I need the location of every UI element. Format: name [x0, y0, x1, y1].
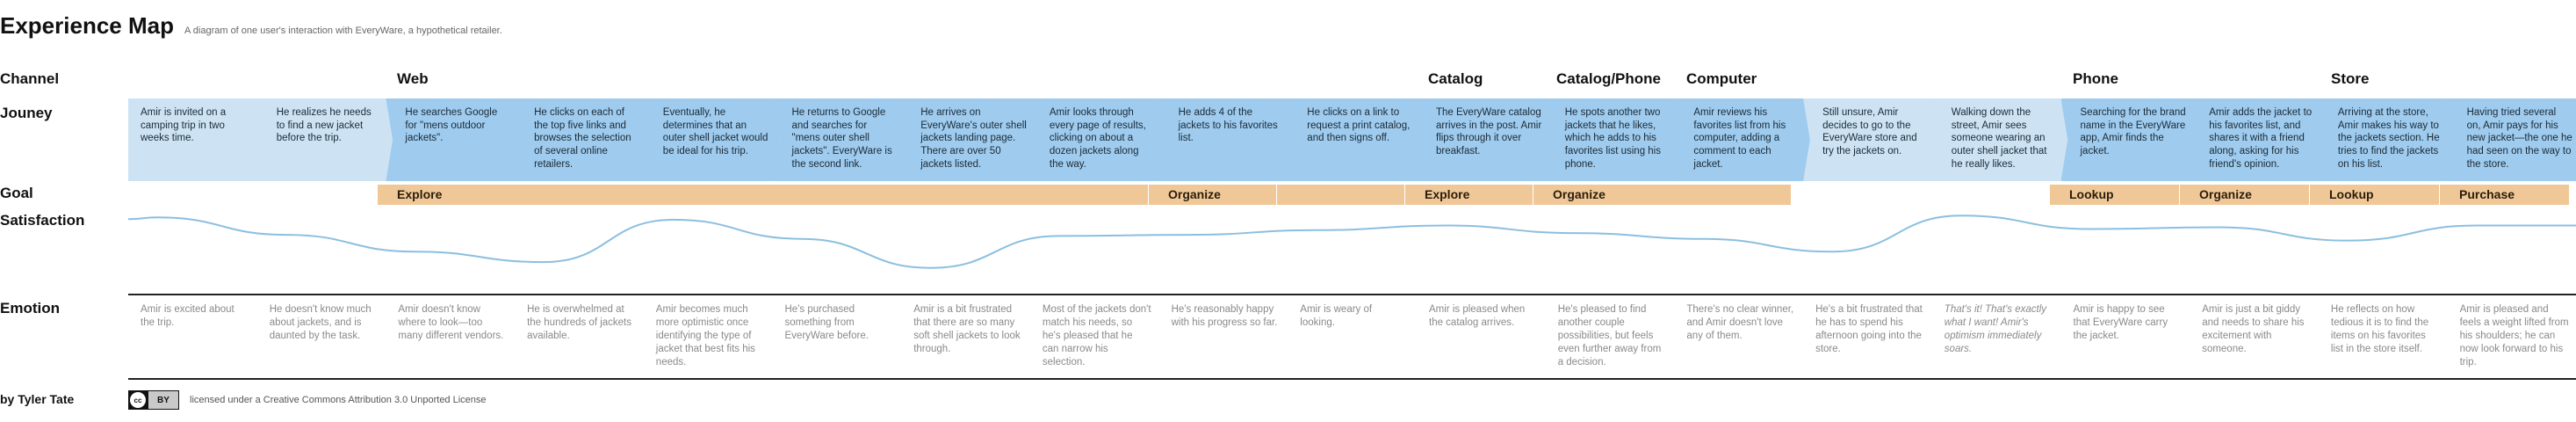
goal-blank — [1277, 185, 1405, 205]
journey-step: Amir reviews his favorites list from his… — [1674, 98, 1811, 181]
emotion-text: Amir doesn't know where to look—too many… — [398, 304, 504, 341]
author-credit: by Tyler Tate — [0, 392, 75, 406]
goal-lookup: Lookup — [2050, 185, 2180, 205]
channel-computer: Computer — [1686, 70, 1757, 87]
emotion-text: Amir becomes much more optimistic once i… — [655, 304, 755, 367]
goal-explore: Explore — [1405, 185, 1533, 205]
page-subtitle: A diagram of one user's interaction with… — [184, 25, 502, 36]
journey-step: He adds 4 of the jackets to his favorite… — [1158, 98, 1295, 181]
journey-step: Still unsure, Amir decides to go to the … — [1803, 98, 1939, 181]
channel-phone: Phone — [2073, 70, 2118, 87]
journey-step: He spots another two jackets that he lik… — [1545, 98, 1682, 181]
goal-organize: Organize — [2180, 185, 2310, 205]
emotion-text: Amir is weary of looking. — [1300, 304, 1373, 328]
emotion-text: Amir is just a bit giddy and needs to sh… — [2202, 304, 2305, 354]
goal-purchase: Purchase — [2440, 185, 2570, 205]
row-label-journey: Jouney — [0, 105, 53, 121]
journey-step: Arriving at the store, Amir makes his wa… — [2318, 98, 2455, 181]
emotion-text: He's a bit frustrated that he has to spe… — [1815, 304, 1923, 354]
license-text: licensed under a Creative Commons Attrib… — [190, 395, 487, 405]
emotion-text: He's pleased to find another couple poss… — [1557, 304, 1662, 367]
emotion-text: He's purchased something from EveryWare … — [784, 304, 869, 341]
journey-step: Eventually, he determines that an outer … — [643, 98, 780, 181]
emotion-divider-bottom — [128, 378, 2576, 380]
satisfaction-line — [128, 215, 2576, 269]
row-label-goal: Goal — [0, 185, 33, 201]
channel-catalog-phone: Catalog/Phone — [1556, 70, 1662, 87]
journey-step: Having tried several on, Amir pays for h… — [2447, 98, 2576, 181]
journey-step: He clicks on each of the top five links … — [515, 98, 651, 181]
emotion-text: He's reasonably happy with his progress … — [1171, 304, 1278, 328]
journey-step: He returns to Google and searches for "m… — [772, 98, 909, 181]
cc-by-icon: BY — [148, 391, 178, 409]
emotion-text: He doesn't know much about jackets, and … — [269, 304, 372, 341]
emotion-text: He is overwhelmed at the hundreds of jac… — [527, 304, 632, 341]
goal-explore: Explore — [378, 185, 1149, 205]
emotion-text: Amir is happy to see that EveryWare carr… — [2073, 304, 2168, 341]
emotion-text: Amir is a bit frustrated that there are … — [913, 304, 1021, 354]
row-label-emotion: Emotion — [0, 300, 60, 316]
journey-step: The EveryWare catalog arrives in the pos… — [1417, 98, 1553, 181]
page-title: Experience Map — [0, 12, 174, 39]
header: Experience Map A diagram of one user's i… — [0, 12, 502, 40]
channel-store: Store — [2331, 70, 2370, 87]
journey-steps: Amir is invited on a camping trip in two… — [0, 98, 2576, 181]
goal-organize: Organize — [1533, 185, 1792, 205]
journey-step: He realizes he needs to find a new jacke… — [256, 98, 393, 181]
journey-step: Amir is invited on a camping trip in two… — [128, 98, 264, 181]
emotion-text: Amir is pleased and feels a weight lifte… — [2459, 304, 2569, 367]
goal-lookup: Lookup — [2310, 185, 2440, 205]
satisfaction-curve — [128, 215, 2576, 269]
emotion-text: He reflects on how tedious it is to find… — [2330, 304, 2429, 354]
row-label-channel: Channel — [0, 70, 60, 87]
channel-catalog: Catalog — [1428, 70, 1483, 87]
emotion-text: Amir is excited about the trip. — [141, 304, 235, 328]
journey-step: Searching for the brand name in the Ever… — [2060, 98, 2197, 181]
journey-step: Amir adds the jacket to his favorites li… — [2190, 98, 2326, 181]
row-label-satisfaction: Satisfaction — [0, 212, 85, 229]
journey-step: He clicks on a link to request a print c… — [1288, 98, 1424, 181]
journey-step: Walking down the street, Amir sees someo… — [1931, 98, 2068, 181]
goal-organize: Organize — [1149, 185, 1277, 205]
cc-icon: cc — [130, 392, 146, 408]
journey-step: He arrives on EveryWare's outer shell ja… — [901, 98, 1037, 181]
emotion-text: There's no clear winner, and Amir doesn'… — [1686, 304, 1794, 341]
emotion-text: That's it! That's exactly what I want! A… — [1944, 304, 2047, 354]
emotion-text: Most of the jackets don't match his need… — [1042, 304, 1151, 367]
emotion-text: Amir is pleased when the catalog arrives… — [1429, 304, 1526, 328]
channel-web: Web — [397, 70, 429, 87]
journey-step: Amir looks through every page of results… — [1029, 98, 1166, 181]
journey-step: He searches Google for "mens outdoor jac… — [386, 98, 523, 181]
emotion-divider-top — [128, 294, 2576, 295]
creative-commons-badge[interactable]: cc BY — [128, 390, 179, 410]
